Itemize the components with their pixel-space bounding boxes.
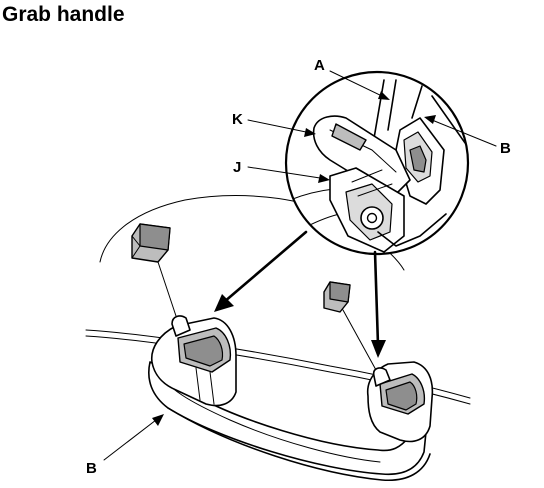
diagram-title: Grab handle [2,3,125,26]
detail-arrows [214,230,386,358]
alignment-lines [157,261,377,371]
callout-a: A [314,57,325,74]
callout-b-bracket: B [500,140,511,157]
callout-k: K [232,111,243,128]
left-mounting-clip [131,223,171,263]
callout-b-handle: B [86,460,97,477]
callout-j: J [233,159,241,176]
grab-handle [148,315,434,481]
right-mounting-clip [323,281,351,313]
detail-magnified-view [284,70,470,256]
callout-leaders [103,70,497,461]
